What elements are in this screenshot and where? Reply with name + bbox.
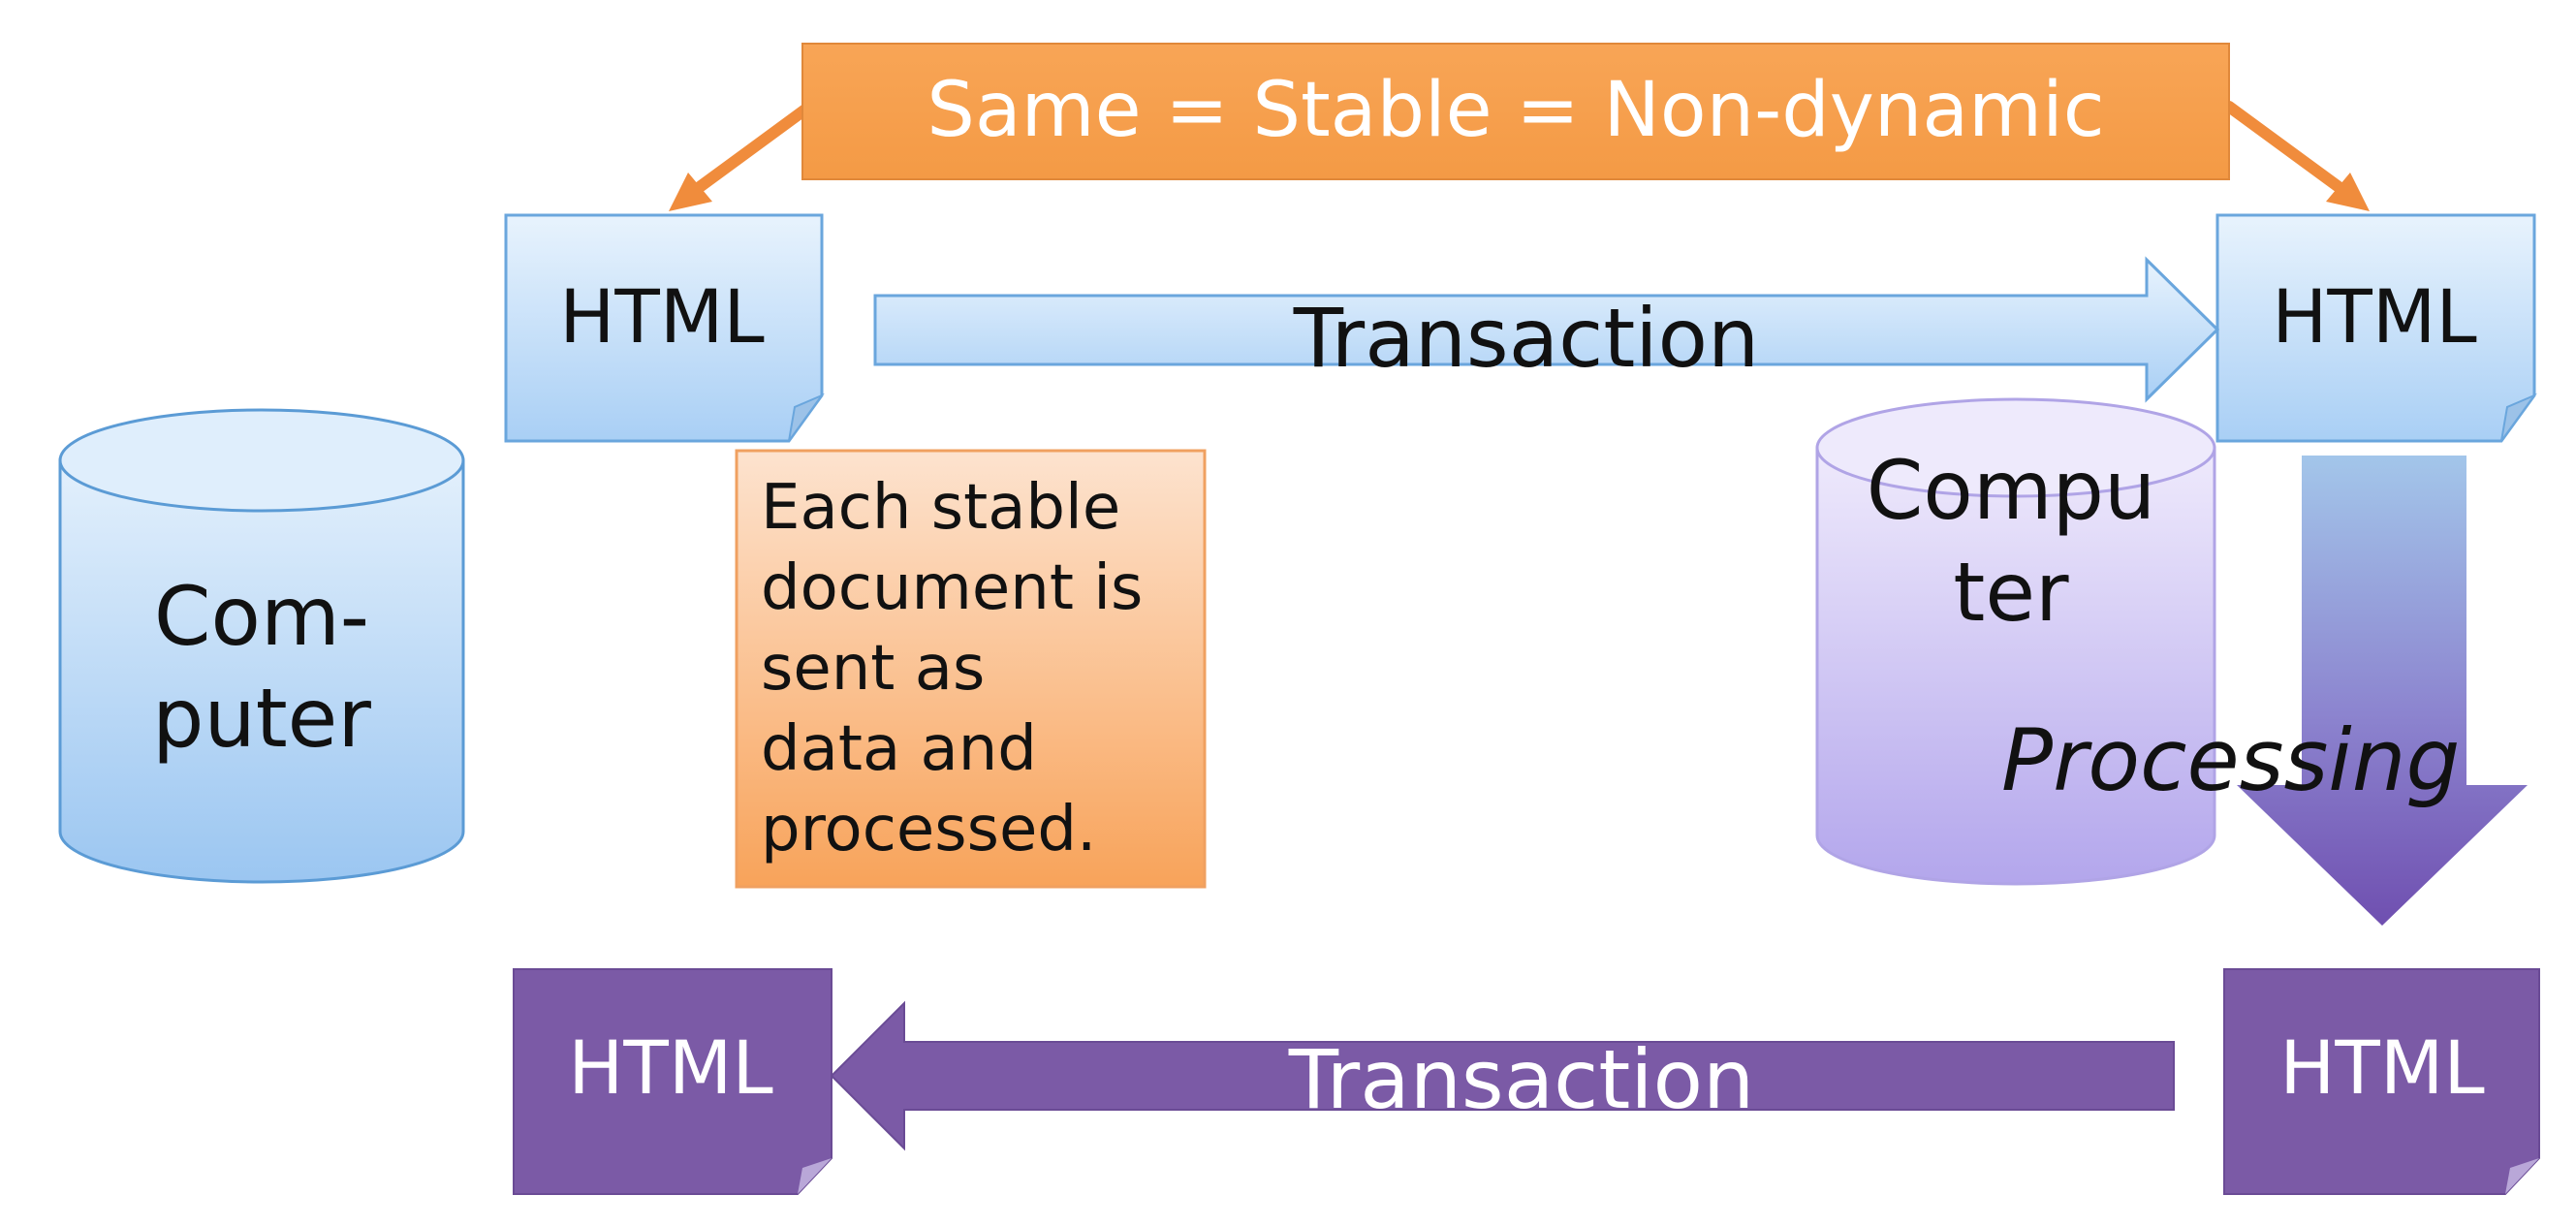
- stable-document-note: Each stable document is sent as data and…: [735, 449, 1207, 889]
- note-line-2: document is: [761, 552, 1143, 624]
- note-line-3: sent as: [761, 633, 985, 705]
- top-transaction-label: Transaction: [1293, 291, 1760, 386]
- left-computer-line1: Com-: [154, 569, 369, 664]
- note-line-5: processed.: [761, 794, 1096, 865]
- right-computer-line1: Compu: [1867, 443, 2155, 538]
- right-computer-line2: ter: [1953, 545, 2069, 640]
- bottom-right-html-document: HTML: [2223, 968, 2540, 1195]
- top-transaction-arrow: Transaction: [873, 256, 2220, 403]
- top-left-html-document: HTML: [504, 213, 825, 443]
- top-right-html-label: HTML: [2272, 273, 2477, 360]
- bottom-transaction-label: Transaction: [1288, 1032, 1755, 1127]
- note-line-1: Each stable: [761, 472, 1120, 544]
- banner-right-arrow: [2223, 101, 2370, 211]
- processing-label: Processing: [2001, 710, 2460, 810]
- top-right-html-document: HTML: [2215, 213, 2537, 443]
- right-computer-cylinder: Compu ter: [1815, 397, 2216, 886]
- processing-arrow: Processing: [2001, 456, 2528, 926]
- note-line-4: data and: [761, 713, 1037, 785]
- banner-left-arrow: [669, 101, 815, 211]
- bottom-right-html-label: HTML: [2279, 1024, 2485, 1111]
- stability-banner: Same = Stable = Non-dynamic: [801, 43, 2230, 180]
- bottom-transaction-arrow: Transaction: [830, 1000, 2175, 1151]
- left-computer-cylinder: Com- puter: [58, 408, 465, 884]
- bottom-left-html-label: HTML: [568, 1024, 773, 1111]
- bottom-left-html-document: HTML: [513, 968, 832, 1195]
- top-left-html-label: HTML: [559, 273, 765, 360]
- banner-text: Same = Stable = Non-dynamic: [927, 67, 2104, 154]
- left-computer-line2: puter: [152, 671, 371, 766]
